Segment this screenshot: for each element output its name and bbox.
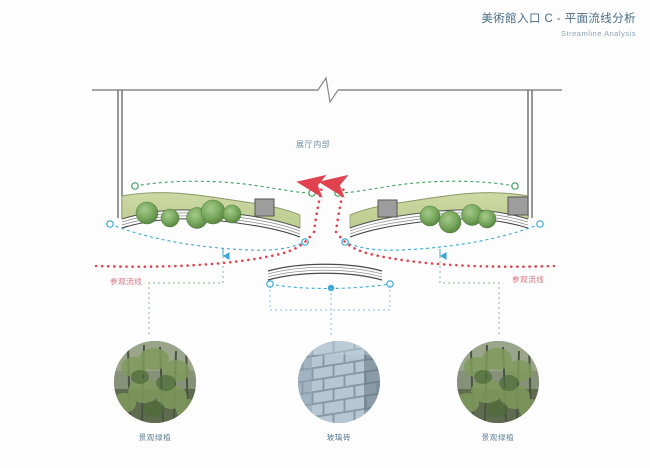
curb-right bbox=[349, 209, 529, 238]
equipment-box-right-inner bbox=[377, 199, 398, 218]
photo-thumbnail-greenery-left[interactable] bbox=[114, 341, 196, 423]
tree-cluster-right bbox=[419, 204, 497, 234]
greenery-photo-icon bbox=[457, 341, 539, 423]
planting-bed-left bbox=[121, 192, 301, 238]
glass-brick-photo-icon bbox=[298, 341, 380, 423]
page-subtitle: Streamline Analysis bbox=[561, 29, 636, 39]
leader-line-left bbox=[148, 256, 224, 337]
leader-line-center bbox=[269, 285, 391, 337]
photo-caption-glass-brick: 玻璃砖 bbox=[326, 433, 352, 442]
photo-item-greenery-right[interactable]: 景观绿植 bbox=[450, 341, 546, 443]
photo-thumbnail-greenery-right[interactable] bbox=[457, 341, 539, 423]
photo-item-greenery-left[interactable]: 景观绿植 bbox=[107, 341, 203, 443]
glass-brick-wall bbox=[267, 263, 383, 281]
sight-line-blue-glass bbox=[266, 280, 394, 292]
photo-thumbnail-glass-brick[interactable] bbox=[298, 341, 380, 423]
equipment-box-right-outer bbox=[507, 196, 529, 216]
structural-walls bbox=[92, 76, 562, 218]
leader-line-right bbox=[439, 256, 500, 337]
page-header: 美術館入口 C - 平面流线分析 Streamline Analysis bbox=[481, 12, 636, 39]
photo-caption-greenery-left: 景观绿植 bbox=[138, 433, 172, 442]
visitor-flow-right bbox=[336, 232, 556, 268]
visitor-flow-left bbox=[94, 232, 314, 268]
page-title: 美術館入口 C - 平面流线分析 bbox=[481, 13, 636, 25]
sight-line-blue-left bbox=[106, 220, 309, 260]
greenery-photo-icon bbox=[114, 341, 196, 423]
equipment-box-left bbox=[254, 198, 275, 217]
planting-bed-right bbox=[349, 192, 529, 238]
entry-arrow-right bbox=[318, 174, 349, 234]
photo-caption-greenery-right: 景观绿植 bbox=[481, 433, 515, 442]
tree-cluster-left bbox=[135, 199, 242, 229]
photo-item-glass-brick[interactable]: 玻璃砖 bbox=[291, 341, 387, 443]
sight-line-blue-right bbox=[341, 220, 544, 260]
